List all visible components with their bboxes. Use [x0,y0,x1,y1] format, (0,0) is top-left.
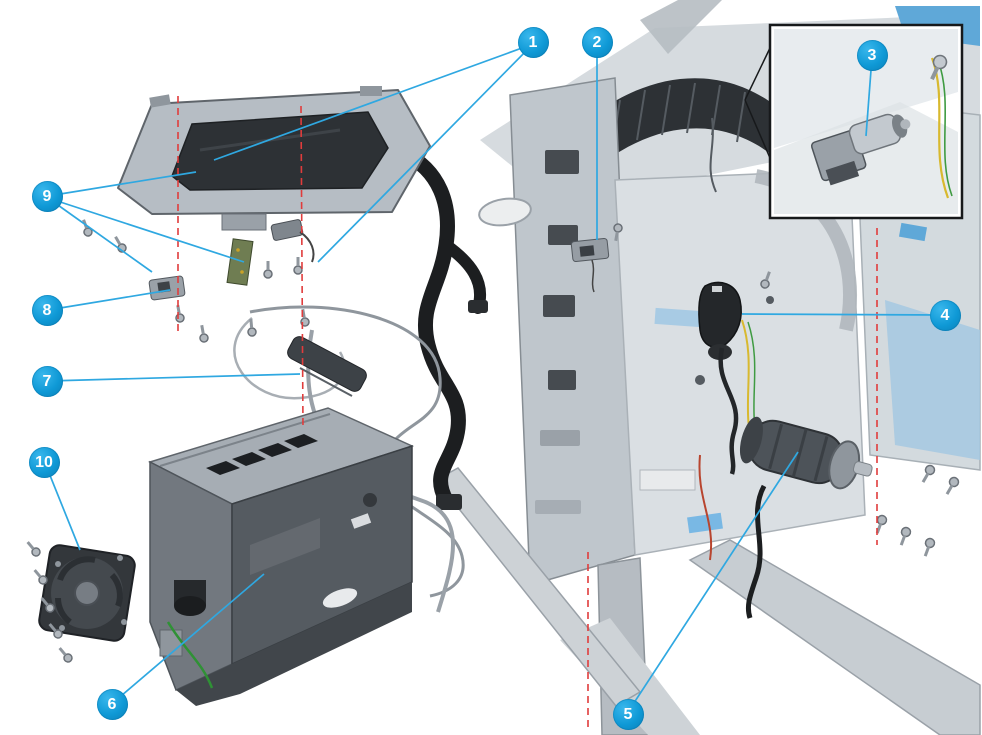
sensor-2-illustration [570,223,623,293]
screws-fan [26,541,73,663]
pca-board-illustration [226,238,254,286]
callout-3-badge: 3 [856,39,888,71]
callout-9-badge: 9 [31,180,63,212]
callout-10-badge: 10 [28,446,60,478]
bracket-8-illustration [148,275,186,301]
motor-illustration [698,416,873,619]
callout-7-badge: 7 [31,365,63,397]
bracket-4-illustration [698,271,771,475]
cable-harness-illustration [394,144,488,510]
ink-supply-station-illustration [148,407,415,706]
callout-8-badge: 8 [31,294,63,326]
sensor-connector-illustration [270,219,315,263]
callout-4-badge: 4 [929,299,961,331]
fan-illustration [38,544,136,642]
window-cover-illustration [117,86,431,231]
callout-5-badge: 5 [612,698,644,730]
detail-inset [744,23,964,220]
part-7-illustration [287,336,367,397]
screws-right [875,464,960,557]
callout-1-badge: 1 [517,26,549,58]
callout-2-badge: 2 [581,26,613,58]
callout-6-badge: 6 [96,688,128,720]
